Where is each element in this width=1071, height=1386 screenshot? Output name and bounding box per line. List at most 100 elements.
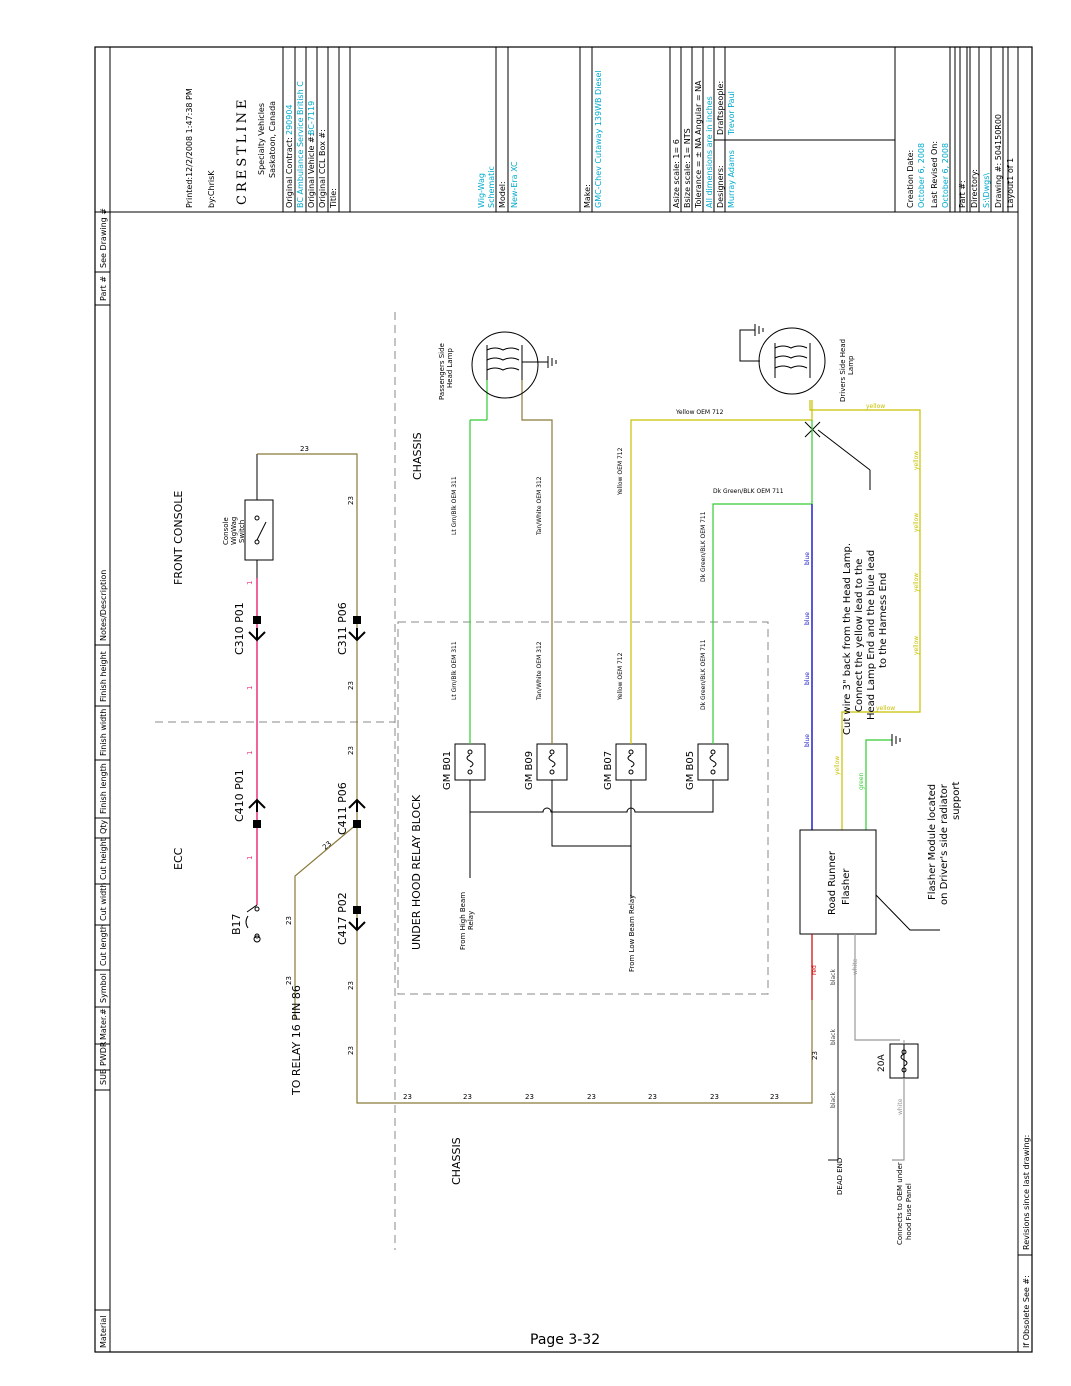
wire-tan-312 [521, 380, 553, 744]
c311-connector [348, 616, 366, 642]
svg-text:Lt Grn/Blk OEM 311: Lt Grn/Blk OEM 311 [451, 476, 458, 535]
svg-text:1: 1 [246, 856, 254, 860]
original-vehicle-value: BC-7119 [307, 101, 316, 135]
drawing-number: Drawing #: 504150R00 [994, 114, 1003, 208]
svg-text:23: 23 [347, 681, 355, 690]
c310-connector [248, 616, 266, 642]
svg-text:Flasher Module located: Flasher Module located [927, 784, 938, 900]
svg-text:black: black [830, 969, 837, 985]
gm-b05-fuse [697, 743, 729, 781]
svg-text:23: 23 [347, 981, 355, 990]
svg-text:yellow: yellow [834, 756, 841, 775]
svg-text:1: 1 [246, 751, 254, 755]
green-label: green [858, 772, 865, 790]
flasher-label: Road Runner Flasher [827, 850, 852, 915]
original-vehicle-label: Original Vehicle #: [307, 134, 316, 208]
white-label: white [852, 958, 859, 975]
svg-text:23: 23 [321, 840, 333, 852]
original-contract-label: Original Contract: [285, 137, 294, 208]
svg-text:support: support [951, 782, 962, 820]
svg-text:23: 23 [525, 1093, 534, 1101]
c310-label: C310 P01 [233, 602, 246, 655]
svg-text:on Driver's side radiator: on Driver's side radiator [939, 783, 950, 905]
make-label: Make: [583, 184, 592, 208]
driver-lamp-label: Drivers Side Head Lamp [839, 339, 855, 402]
driver-head-lamp [739, 324, 826, 395]
header-cut-height: Cut height [99, 838, 108, 880]
obsolete-label: If Obsolete See #: [1022, 1275, 1031, 1348]
beam-relay-labels: From High Beam Relay From Low Beam Relay [459, 892, 636, 972]
chassis-top-title: CHASSIS [411, 432, 424, 480]
make-value: GMC-Chev Cutaway 139WB Diesel [594, 70, 603, 208]
front-console-title: FRONT CONSOLE [172, 491, 185, 585]
svg-text:Yellow OEM 712: Yellow OEM 712 [675, 409, 724, 416]
svg-text:blue: blue [804, 612, 811, 625]
fuse-20a-label: 20A [877, 1054, 887, 1072]
wigwag-switch-box [244, 499, 274, 561]
gm-b05-label: GM B05 [685, 751, 696, 790]
header-symbol: Symbol [99, 973, 108, 1003]
ccl-box-label: Original CCL Box #: [318, 129, 327, 208]
page-number: Page 3-32 [530, 1332, 601, 1348]
c417-label: C417 P02 [336, 892, 349, 945]
asize-scale: Asize scale: 1= 6 [672, 139, 681, 208]
crestline-logo: CRESTLINE [235, 97, 250, 205]
svg-text:Dk Green/BLK OEM 711: Dk Green/BLK OEM 711 [700, 639, 707, 710]
customer-value: BC Ambulance Service British C [296, 81, 305, 208]
relay-block-box [397, 621, 769, 995]
header-mater: Mater.# [99, 1008, 108, 1040]
oem-connect-label: Connects to OEM under hood Fuse Panel [896, 1162, 913, 1245]
gm-b01-label: GM B01 [442, 751, 453, 790]
svg-text:Switch: Switch [238, 520, 246, 543]
wire-color-labels: Lt Grn/Blk OEM 311 Lt Grn/Blk OEM 311 Ta… [451, 409, 784, 710]
svg-text:1: 1 [246, 581, 254, 585]
model-label: Model: [498, 181, 507, 208]
black-labels: black black black [830, 969, 837, 1108]
svg-text:Drivers Side Head: Drivers Side Head [839, 339, 847, 402]
draftspeople-label: Draftspeople: [716, 81, 725, 135]
revisions-label: Revisions since last drawing: [1022, 1135, 1031, 1250]
header-notes: Notes/Description [99, 570, 108, 641]
svg-text:23: 23 [648, 1093, 657, 1101]
gm-b01-fuse [454, 743, 486, 781]
dims-note: All dimensions are in inches [705, 96, 714, 208]
svg-text:Connects to OEM under: Connects to OEM under [896, 1162, 904, 1245]
revised-value: October 6, 2008 [941, 143, 950, 208]
svg-text:Yellow OEM 712: Yellow OEM 712 [617, 447, 624, 496]
svg-text:Dk Green/BLK OEM 711: Dk Green/BLK OEM 711 [713, 488, 784, 495]
title-label: Title: [329, 188, 338, 209]
directory-label: Directory: [970, 169, 979, 208]
header-pwdr: PWDR [99, 1041, 108, 1066]
svg-text:black: black [830, 1092, 837, 1108]
svg-text:to the Harness End: to the Harness End [878, 573, 889, 668]
wire-black [828, 934, 839, 1161]
svg-text:yellow: yellow [913, 573, 920, 592]
passenger-lamp-label: Passengers Side Head Lamp [438, 343, 454, 400]
svg-text:23: 23 [403, 1093, 412, 1101]
header-see-drawing: See Drawing # [99, 208, 108, 268]
svg-text:23: 23 [285, 916, 293, 925]
creation-label: Creation Date: [906, 150, 915, 208]
svg-text:23: 23 [285, 976, 293, 985]
ground-icon [891, 734, 901, 746]
wire-23-relay86 [294, 823, 358, 1020]
svg-text:yellow: yellow [913, 513, 920, 532]
bsize-scale: Bsize scale: 1= NTS [683, 128, 692, 208]
c411-label: C411 P06 [336, 782, 349, 835]
creation-value: October 6, 2008 [917, 143, 926, 208]
header-columns: Material SUB PWDR Mater.# Symbol Cut len… [95, 208, 110, 1348]
svg-text:23: 23 [587, 1093, 596, 1101]
flasher-location-note: Flasher Module located on Driver's side … [927, 782, 962, 905]
svg-text:Dk Green/BLK OEM 711: Dk Green/BLK OEM 711 [700, 511, 707, 582]
designers-value: Murray Adams [727, 150, 736, 208]
c410-label: C410 P01 [233, 769, 246, 822]
tolerance: Tolerance = ± NA Angular = NA [694, 80, 703, 209]
svg-text:black: black [830, 1029, 837, 1045]
dead-end-label: DEAD END [836, 1158, 844, 1195]
svg-text:1: 1 [246, 686, 254, 690]
header-cut-length: Cut length [99, 924, 108, 966]
svg-text:WigWag: WigWag [230, 517, 238, 545]
b17-label: B17 [230, 913, 243, 935]
company-line2: Saskatoon, Canada [268, 101, 277, 178]
